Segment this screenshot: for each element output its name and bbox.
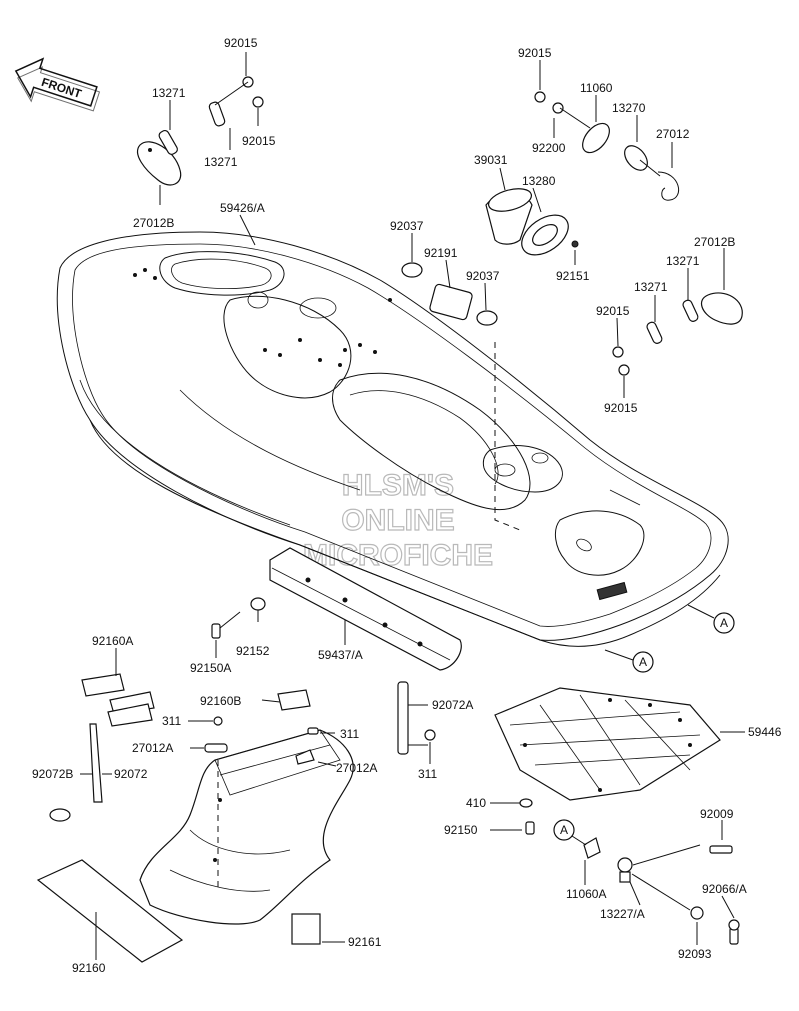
part-label-59446: 59446	[748, 725, 782, 739]
leader-lines	[80, 52, 745, 960]
hull-plate-59446	[494, 687, 721, 808]
strip-92072	[49, 723, 103, 822]
fasteners-lower-right	[525, 821, 740, 945]
decal-92160b	[277, 689, 311, 711]
callout-a-1: A	[687, 604, 735, 634]
part-label-13271: 13271	[152, 86, 186, 100]
watermark-line-3: MICROFICHE	[303, 539, 493, 572]
side-rail-59437a	[211, 547, 462, 671]
watermark-line-2: ONLINE	[341, 504, 454, 537]
part-label-11060a: 11060A	[566, 887, 606, 901]
callout-a-1-text: A	[720, 616, 728, 630]
part-label-13227a: 13227/A	[600, 907, 645, 921]
part-label-92037: 92037	[466, 269, 500, 283]
watermark-line-1: HLSM'S	[342, 469, 454, 502]
part-label-27012a: 27012A	[132, 741, 173, 755]
vent-parts-right	[401, 91, 680, 326]
callout-a-2-text: A	[639, 655, 647, 669]
callout-a-3-text: A	[560, 823, 568, 837]
part-label-92160b: 92160B	[200, 694, 241, 708]
part-label-311: 311	[340, 727, 359, 741]
part-label-92150: 92150	[444, 823, 478, 837]
part-label-27012: 27012	[656, 127, 690, 141]
part-labels: 92015 13271 92015 13271 27012B 59426/A 9…	[32, 36, 782, 975]
part-label-27012a: 27012A	[336, 761, 377, 775]
part-label-59437a: 59437/A	[318, 648, 363, 662]
part-label-92066a: 92066/A	[702, 882, 747, 896]
part-label-92160a: 92160A	[92, 634, 133, 648]
part-label-13271: 13271	[634, 280, 668, 294]
callout-a-2: A	[604, 649, 654, 673]
part-label-92191: 92191	[424, 246, 458, 260]
part-label-92072a: 92072A	[432, 698, 473, 712]
part-label-92015: 92015	[224, 36, 258, 50]
part-label-92009: 92009	[700, 807, 734, 821]
part-label-59426a: 59426/A	[220, 201, 265, 215]
part-label-410: 410	[466, 796, 486, 810]
part-label-311: 311	[418, 767, 437, 781]
hull-deck-59426a	[56, 231, 729, 647]
part-label-92015: 92015	[596, 304, 630, 318]
small-parts-311	[204, 716, 319, 765]
part-label-13270: 13270	[612, 101, 646, 115]
part-label-92161: 92161	[348, 935, 382, 949]
part-label-13280: 13280	[522, 174, 556, 188]
watermark: HLSM'S ONLINE MICROFICHE	[302, 468, 493, 572]
part-label-92015: 92015	[518, 46, 552, 60]
part-label-13271: 13271	[204, 155, 238, 169]
part-label-11060: 11060	[580, 81, 613, 95]
decal-92161	[291, 913, 321, 945]
part-label-92160: 92160	[72, 961, 106, 975]
part-label-92200: 92200	[532, 141, 566, 155]
part-label-92015: 92015	[604, 401, 638, 415]
callout-a-3: A	[553, 819, 587, 846]
bracket-27012b-right	[612, 292, 743, 376]
part-label-92151: 92151	[556, 269, 590, 283]
front-arrow-icon: FRONT	[14, 57, 101, 112]
part-label-311: 311	[162, 714, 181, 728]
strap-92072a	[397, 681, 436, 755]
part-label-92015: 92015	[242, 134, 276, 148]
part-label-92093: 92093	[678, 947, 712, 961]
part-label-92037: 92037	[390, 219, 424, 233]
part-label-92072b: 92072B	[32, 767, 73, 781]
mat-92160	[36, 859, 184, 963]
storage-tray	[139, 729, 354, 925]
decal-92160a	[81, 673, 155, 727]
part-label-92072: 92072	[114, 767, 148, 781]
part-label-92150a: 92150A	[190, 661, 231, 675]
part-label-27012b: 27012B	[694, 235, 735, 249]
part-label-27012b: 27012B	[133, 216, 174, 230]
part-label-92152: 92152	[236, 644, 270, 658]
part-label-13271: 13271	[666, 254, 700, 268]
part-label-39031: 39031	[474, 153, 508, 167]
bracket-27012b-left	[137, 76, 264, 186]
